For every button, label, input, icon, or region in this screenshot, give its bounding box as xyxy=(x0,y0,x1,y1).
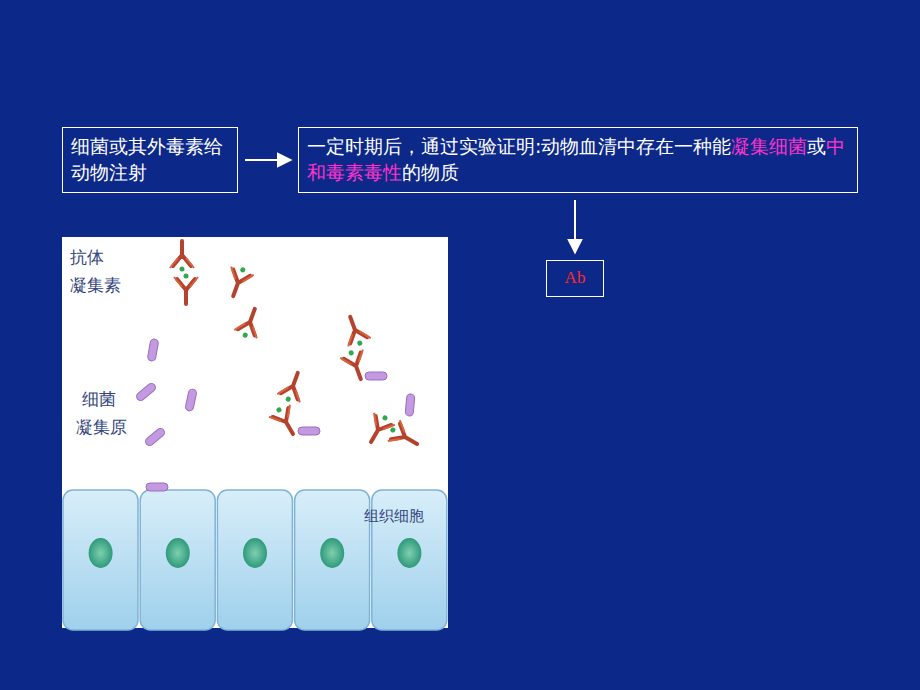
antibody xyxy=(385,418,423,454)
antibody-chain xyxy=(281,370,306,400)
antibody-chain xyxy=(391,424,422,452)
cell-nucleus xyxy=(89,538,113,568)
antigen-site xyxy=(382,414,389,421)
text-wrap: 一定时期后，通过实验证明:动物血清中存在一种能凝集细菌或中和毒素毒性的物质 xyxy=(307,134,849,185)
bacteria xyxy=(135,338,415,491)
node-text: Ab xyxy=(565,267,586,290)
part-label: 凝集素 xyxy=(70,274,121,297)
node-text: 或 xyxy=(807,135,826,157)
antigen-site xyxy=(180,267,185,272)
antibody-chain xyxy=(225,270,250,300)
antibody xyxy=(233,305,266,342)
tissue-cells xyxy=(63,490,447,630)
result-box: 一定时期后，通过实验证明:动物血清中存在一种能凝集细菌或中和毒素毒性的物质 xyxy=(298,127,858,193)
part-label: 细菌 xyxy=(82,388,116,411)
node-text: 一定时期后，通过实验证明:动物血清中存在一种能 xyxy=(307,135,731,157)
antibody-light-chain xyxy=(340,350,366,368)
bacterium xyxy=(185,388,197,411)
antibody-chain xyxy=(238,306,263,336)
antigen-site xyxy=(240,267,246,273)
cell-nucleus xyxy=(243,538,267,568)
antibody-light-chain xyxy=(277,385,303,403)
tissue-cell xyxy=(217,490,292,630)
arrow-connector xyxy=(574,200,576,253)
cell-label: 组织细胞 xyxy=(364,507,424,526)
part-label: 凝集原 xyxy=(76,416,127,439)
antibody xyxy=(339,346,372,383)
antibodies xyxy=(170,241,423,454)
cell-nucleus xyxy=(166,538,190,568)
bacterium xyxy=(146,483,168,491)
antibody-chain xyxy=(344,353,369,383)
antibody-chain xyxy=(273,408,301,439)
antibody-light-chain xyxy=(269,405,295,426)
tissue-cell xyxy=(63,490,138,630)
antibody-light-chain xyxy=(234,321,260,339)
antigen-site xyxy=(276,406,283,413)
bacterium xyxy=(135,382,157,402)
antibody xyxy=(361,410,397,448)
arrow-connector xyxy=(245,159,291,161)
antigen-site xyxy=(357,340,363,346)
antibody xyxy=(276,369,309,406)
cell-nucleus xyxy=(320,538,344,568)
node-text: 凝集细菌 xyxy=(731,135,807,157)
antigen-site xyxy=(242,332,248,338)
result-label-box: Ab xyxy=(546,260,604,297)
node-text: 细菌或其外毒素给动物注射 xyxy=(71,134,229,185)
bacterium xyxy=(144,427,166,447)
text-wrap: 细菌或其外毒素给动物注射 xyxy=(71,134,229,185)
antigen-site xyxy=(348,350,354,356)
antibody-light-chain xyxy=(345,329,371,347)
antigen-site xyxy=(389,427,396,434)
antibody xyxy=(267,402,303,440)
antibody xyxy=(174,274,198,305)
process-box: 细菌或其外毒素给动物注射 xyxy=(62,127,238,193)
antibody-chain xyxy=(342,314,367,344)
antibody xyxy=(170,241,194,272)
tissue-cell xyxy=(295,490,370,630)
antibody-light-chain xyxy=(228,267,254,285)
antigen-site xyxy=(184,274,189,279)
cell-nucleus xyxy=(397,538,421,568)
antibody-light-chain xyxy=(388,420,409,446)
text-wrap: Ab xyxy=(565,267,586,290)
bacterium xyxy=(365,372,387,380)
antibody xyxy=(222,263,255,300)
antibody xyxy=(339,313,372,350)
antigen-site xyxy=(285,396,291,402)
antibody-chain xyxy=(363,416,391,447)
tissue-cell xyxy=(140,490,215,630)
part-label: 抗体 xyxy=(70,246,104,269)
node-text: 的物质 xyxy=(402,161,459,183)
bacterium xyxy=(147,338,159,361)
bacterium xyxy=(298,427,320,435)
bacterium xyxy=(405,394,415,417)
